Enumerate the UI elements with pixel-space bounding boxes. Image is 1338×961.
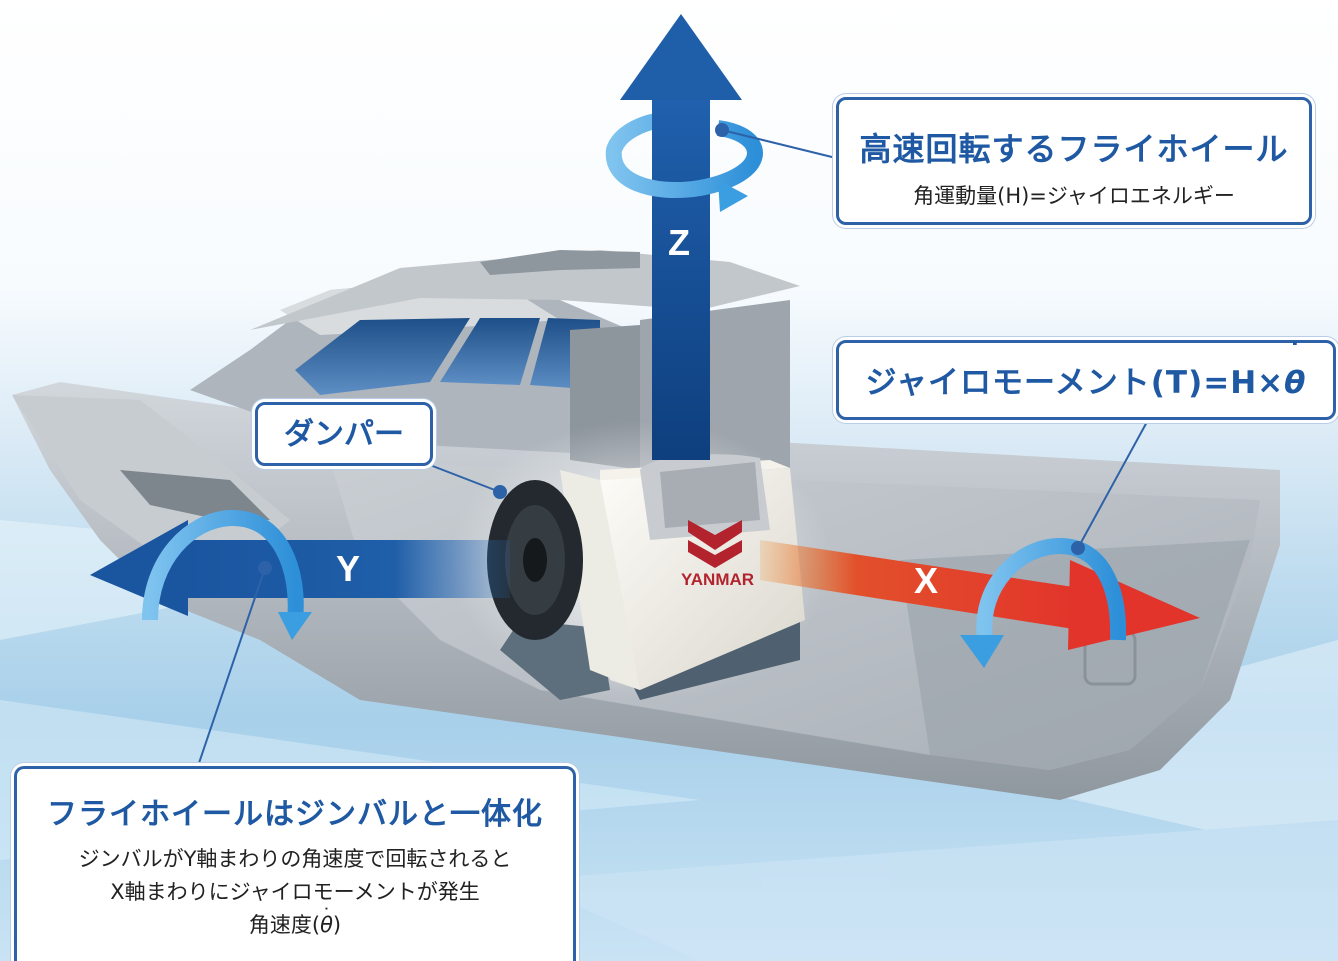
x-axis-arrow (760, 540, 1200, 650)
gimbal-callout-body: ジンバルがY軸まわりの角速度で回転されると X軸まわりにジャイロモーメントが発生… (17, 843, 573, 942)
gyro-stabilizer-unit (487, 454, 805, 700)
y-axis-label: Y (336, 548, 361, 589)
z-axis-label: Z (668, 222, 690, 263)
z-axis-arrow (620, 14, 742, 460)
leader-lines (197, 123, 1149, 767)
flywheel-callout: 高速回転するフライホイール 角運動量(H)=ジャイロエネルギー (836, 97, 1312, 225)
gimbal-callout-line-2: X軸まわりにジャイロモーメントが発生 (110, 880, 480, 904)
gyro-moment-formula-text: ジャイロモーメント(T)=H× (865, 365, 1285, 401)
flywheel-callout-title: 高速回転するフライホイール (859, 130, 1289, 168)
brand-logo-text: YANMAR (681, 570, 755, 589)
damper-callout-title: ダンパー (284, 417, 404, 452)
gyro-moment-callout: ジャイロモーメント(T)=H×θ˙ (836, 336, 1336, 423)
gimbal-callout: フライホイールはジンバルと一体化 ジンバルがY軸まわりの角速度で回転されると X… (14, 766, 576, 961)
theta-dot-symbol: θ˙ (1284, 336, 1307, 401)
gimbal-callout-line-1: ジンバルがY軸まわりの角速度で回転されると (78, 847, 512, 871)
gimbal-callout-line-3: 角速度(θ˙) (17, 904, 573, 942)
gimbal-callout-title: フライホイールはジンバルと一体化 (47, 797, 543, 832)
gyro-moment-callout-title: ジャイロモーメント(T)=H×θ˙ (839, 336, 1333, 423)
damper-callout: ダンパー (255, 402, 433, 466)
flywheel-callout-formula: 角運動量(H)=ジャイロエネルギー (913, 184, 1235, 208)
y-rotation-arrow (142, 510, 312, 640)
x-axis-label: X (914, 560, 939, 601)
theta-dot-symbol-small: θ˙ (320, 904, 333, 937)
x-rotation-arrow (960, 537, 1127, 668)
y-axis-arrow (90, 520, 510, 616)
z-rotation-arrow (605, 114, 763, 212)
